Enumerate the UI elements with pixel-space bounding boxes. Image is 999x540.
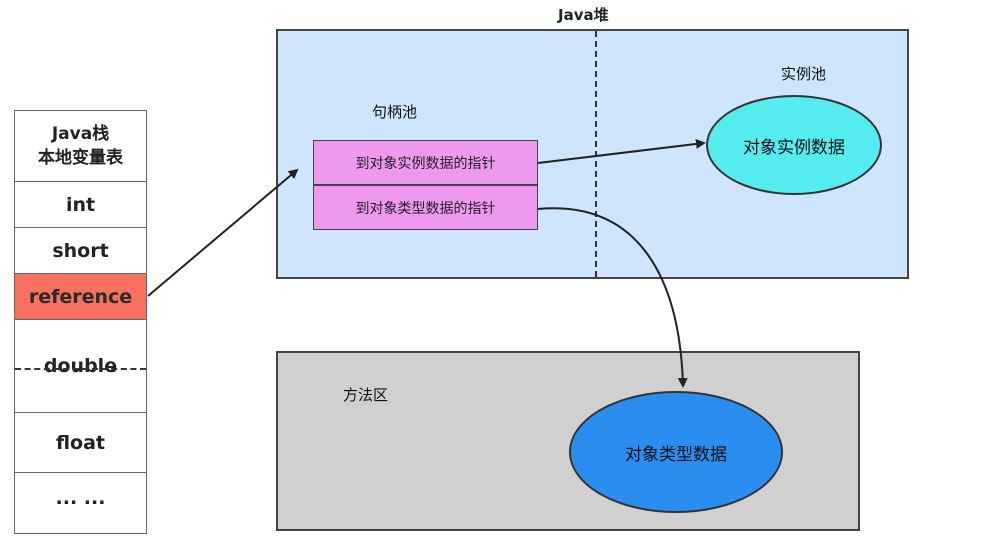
stack-cell-float: float — [15, 413, 146, 473]
method-area-title: 方法区 — [343, 386, 389, 404]
stack-cell-short: short — [15, 228, 146, 274]
type-data-ellipse: 对象类型数据 — [569, 391, 783, 513]
handle-pool-label: 句柄池 — [372, 103, 418, 121]
pointer-to-type-data: 到对象类型数据的指针 — [313, 185, 538, 230]
stack-title: Java栈 — [51, 124, 110, 144]
stack-cell-ellipsis: ... ... — [55, 487, 106, 509]
stack-cell-double: double — [15, 320, 146, 413]
heap-title: Java堆 — [558, 6, 609, 24]
java-stack-table: Java栈 本地变量表 int short reference double f… — [14, 110, 147, 534]
stack-header: Java栈 本地变量表 — [15, 111, 146, 182]
instance-data-ellipse: 对象实例数据 — [706, 95, 882, 195]
instance-pool-label: 实例池 — [781, 65, 827, 83]
heap-dashed-divider — [595, 31, 597, 277]
stack-dashed-divider — [15, 368, 146, 370]
reference-to-handle-arrow — [147, 168, 299, 297]
stack-cell-reference: reference — [15, 274, 146, 320]
pointer-to-instance-data: 到对象实例数据的指针 — [313, 140, 538, 185]
local-variable-table-title: 本地变量表 — [38, 148, 123, 168]
stack-cell-int: int — [15, 182, 146, 228]
